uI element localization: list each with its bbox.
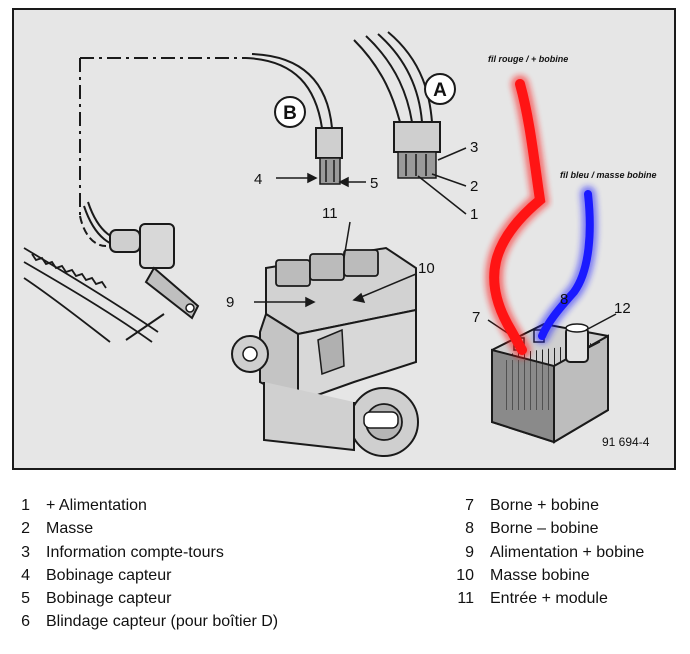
connector-a-badge: A xyxy=(424,73,456,105)
connector-leaders xyxy=(276,147,467,215)
legend-number: 8 xyxy=(465,520,474,538)
legend-number: 3 xyxy=(21,543,30,561)
callout-8: 8 xyxy=(560,291,568,308)
connector-a-letter: A xyxy=(433,80,447,101)
connector-b-wires xyxy=(245,53,333,129)
legend-number: 11 xyxy=(457,590,474,608)
ignition-module-assembly xyxy=(231,246,419,457)
legend-item: 6 Blindage capteur (pour boîtier D) xyxy=(14,610,354,633)
callout-5: 5 xyxy=(370,175,378,192)
connector-a xyxy=(393,121,441,179)
flywheel-teeth xyxy=(23,247,159,343)
legend-label: Masse xyxy=(46,520,94,538)
legend-number: 7 xyxy=(465,497,474,514)
callout-10: 10 xyxy=(418,260,435,277)
legend-item: 2 Masse xyxy=(14,517,354,540)
legend-label: Bobinage capteur xyxy=(46,566,172,584)
legend-number: 5 xyxy=(21,590,30,608)
legend-number: 2 xyxy=(21,520,30,538)
blue-wire-annotation: fil bleu / masse bobine xyxy=(560,170,657,180)
blue-wire-overlay xyxy=(534,186,598,344)
callout-11: 11 xyxy=(322,205,338,222)
legend-number: 1 xyxy=(21,497,30,514)
callout-9: 9 xyxy=(226,294,234,311)
callout-1: 1 xyxy=(470,206,478,223)
legend-item: 7 Borne + bobine xyxy=(448,494,688,517)
shield-dash-line xyxy=(79,57,246,247)
legend-item: 4 Bobinage capteur xyxy=(14,564,354,587)
legend-item: 8 Borne – bobine xyxy=(448,517,688,540)
legend-left-column: 1 + Alimentation 2 Masse 3 Information c… xyxy=(14,494,354,634)
legend-number: 10 xyxy=(456,566,474,584)
connector-b xyxy=(315,127,343,185)
callout-7: 7 xyxy=(472,309,480,326)
legend-right-column: 7 Borne + bobine 8 Borne – bobine 9 Alim… xyxy=(448,494,688,610)
figure-reference: 91 694-4 xyxy=(602,435,650,449)
legend-label: Entrée + module xyxy=(490,590,608,608)
connector-a-wires xyxy=(353,31,433,123)
legend-item: 1 + Alimentation xyxy=(14,494,354,517)
legend-label: Information compte-tours xyxy=(46,543,224,561)
legend-item: 11 Entrée + module xyxy=(448,587,688,610)
legend-number: 6 xyxy=(21,613,30,631)
legend-item: 10 Masse bobine xyxy=(448,564,688,587)
red-wire-annotation: fil rouge / + bobine xyxy=(488,54,568,64)
crank-sensor xyxy=(83,201,200,341)
legend-label: Alimentation + bobine xyxy=(490,543,645,561)
legend-label: Masse bobine xyxy=(490,566,590,584)
connector-b-badge: B xyxy=(274,96,306,128)
red-wire-overlay xyxy=(485,75,550,359)
legend-item: 9 Alimentation + bobine xyxy=(448,541,688,564)
legend-label: Bobinage capteur xyxy=(46,590,172,608)
connector-b-letter: B xyxy=(283,103,297,124)
legend-number: 4 xyxy=(21,566,30,584)
legend-item: 5 Bobinage capteur xyxy=(14,587,354,610)
callout-3: 3 xyxy=(470,139,478,156)
legend-label: Blindage capteur (pour boîtier D) xyxy=(46,613,279,631)
legend-number: 9 xyxy=(465,543,474,561)
callout-12: 12 xyxy=(614,300,631,317)
legend-item: 3 Information compte-tours xyxy=(14,541,354,564)
callout-2: 2 xyxy=(470,178,478,195)
wiring-diagram: B A xyxy=(23,31,657,457)
legend-label: + Alimentation xyxy=(46,497,147,514)
diagram-frame: B A xyxy=(12,8,676,470)
legend-label: Borne – bobine xyxy=(490,520,599,538)
callout-4: 4 xyxy=(254,171,262,188)
module-leaders xyxy=(254,221,417,308)
legend-label: Borne + bobine xyxy=(490,497,599,514)
